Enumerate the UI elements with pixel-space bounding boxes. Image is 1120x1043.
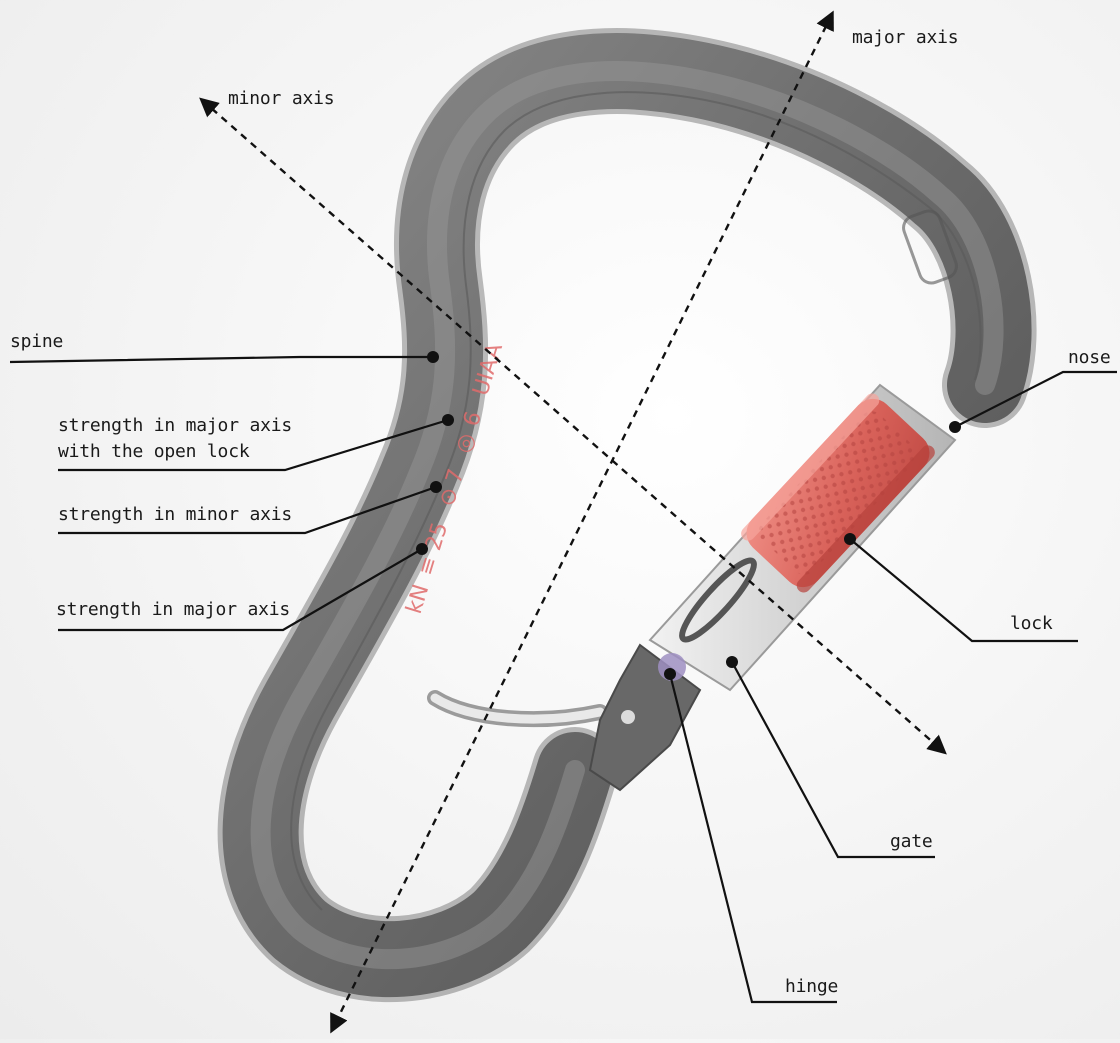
- spine-leader: [10, 357, 433, 362]
- nose-dot: [949, 421, 961, 433]
- nose-label: nose: [1068, 346, 1111, 370]
- strength-minor-label: strength in minor axis: [58, 503, 292, 527]
- strength-major-dot: [416, 543, 428, 555]
- hinge-label: hinge: [785, 975, 838, 999]
- strength-minor-dot: [430, 481, 442, 493]
- gate-label: gate: [890, 830, 933, 854]
- lock-dot: [844, 533, 856, 545]
- minor-axis-label: minor axis: [228, 87, 334, 111]
- lock-label: lock: [1010, 612, 1053, 636]
- spine-dot: [427, 351, 439, 363]
- hinge-dot: [664, 668, 676, 680]
- major-axis-label: major axis: [852, 26, 958, 50]
- gate-body: [580, 380, 990, 790]
- strength-major-label: strength in major axis: [56, 598, 290, 622]
- strength-major-open-label-2: with the open lock: [58, 440, 249, 464]
- strength-major-open-dot: [442, 414, 454, 426]
- gate-leader: [732, 662, 935, 857]
- spine-label: spine: [10, 330, 63, 354]
- gate-dot: [726, 656, 738, 668]
- strength-major-open-label-1: strength in major axis: [58, 414, 292, 438]
